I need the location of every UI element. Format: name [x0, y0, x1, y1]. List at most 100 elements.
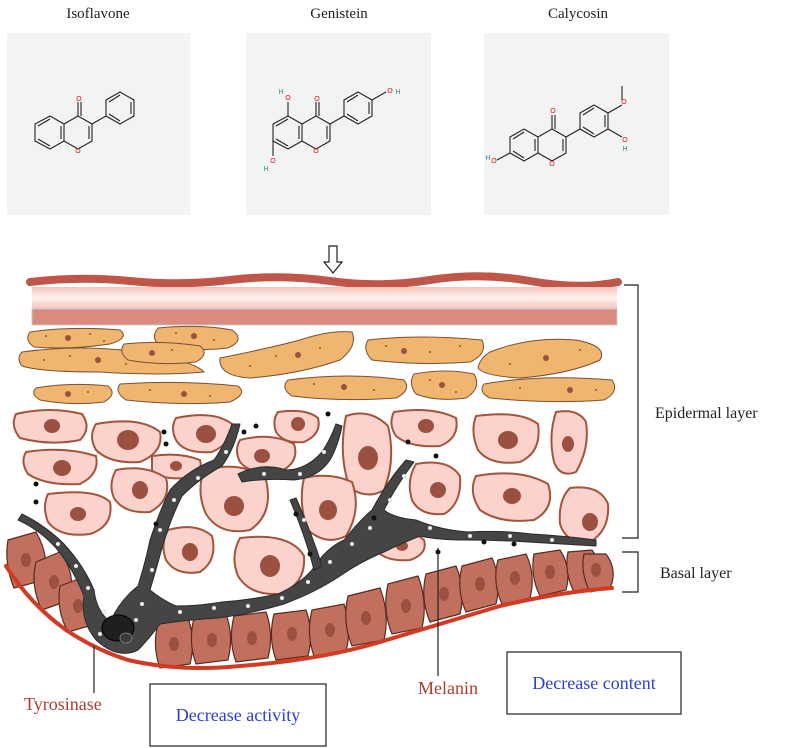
nucleus [73, 599, 83, 613]
panel-genistein [246, 33, 431, 215]
melanosome [149, 567, 155, 573]
melanin-granule [163, 441, 169, 447]
melanosome [223, 449, 229, 455]
epidermal-bracket [622, 284, 639, 539]
tyrosinase-label: Tyrosinase [24, 694, 102, 714]
melanosome [55, 541, 61, 547]
layer-brackets [622, 284, 639, 593]
nucleus [439, 587, 449, 601]
melanocyte-nucleus [101, 614, 135, 644]
structure-isoflavone [34, 91, 135, 150]
atom-oxygen: O [387, 88, 393, 95]
decrease-content-text: Decrease content [532, 673, 655, 693]
nucleus [169, 637, 179, 651]
basal-bracket [622, 551, 639, 593]
nucleus [117, 430, 139, 450]
nucleus [207, 633, 217, 647]
flat-cell [27, 327, 124, 349]
atom-hydrogen: H [395, 89, 400, 96]
melanosome [97, 631, 103, 637]
atom-oxygen: O [550, 108, 556, 115]
down-arrow [322, 245, 344, 274]
melanosome [261, 471, 267, 477]
granule [209, 395, 211, 397]
nucleus [196, 425, 216, 443]
nucleus [503, 488, 521, 504]
nucleus [21, 553, 31, 567]
granule [429, 351, 431, 353]
compound-panels: Isoflavone Genistein Calycosin O O [7, 6, 669, 215]
skin-pale-band [32, 287, 617, 309]
atom-oxygen: O [270, 158, 276, 165]
melanin-granule [307, 551, 313, 557]
melanin-granule [153, 521, 159, 527]
nucleus [224, 496, 244, 516]
melanin-granule [371, 515, 377, 521]
melanin-granule [325, 411, 331, 417]
melanocyte-branch [237, 423, 343, 483]
nucleus [260, 555, 280, 577]
melanocyte [17, 423, 597, 654]
nucleus [475, 577, 485, 591]
nucleus [191, 333, 197, 339]
nucleus [65, 391, 71, 397]
granule [509, 363, 511, 365]
basal-layer-label: Basal layer [660, 565, 732, 582]
cell [558, 486, 610, 544]
atom-hydrogen: H [622, 146, 627, 153]
melanosome [279, 595, 285, 601]
granule [249, 365, 251, 367]
melanosome [301, 517, 307, 523]
granule [313, 383, 315, 385]
nucleus [170, 461, 182, 471]
nucleus [358, 446, 378, 470]
nucleus [543, 355, 549, 361]
atom-oxygen: O [285, 95, 291, 102]
nucleus [401, 348, 407, 354]
granule [459, 345, 461, 347]
nucleus [510, 571, 520, 585]
granule [87, 391, 89, 393]
melanosome [321, 449, 327, 455]
melanosome [549, 537, 555, 543]
melanosome [211, 605, 217, 611]
nucleus [325, 623, 335, 637]
flat-cell [33, 383, 113, 405]
stratum-corneum [26, 272, 622, 326]
nucleus [182, 543, 198, 561]
nucleus [49, 575, 59, 589]
nucleus [247, 631, 257, 645]
melanosome [401, 473, 407, 479]
nucleus [70, 507, 86, 521]
skin-top-line [26, 272, 622, 290]
melanosome [133, 617, 139, 623]
nucleus [418, 419, 434, 433]
melanin-granule [433, 453, 439, 459]
melanosome [427, 525, 433, 531]
granule [175, 332, 177, 334]
atom-oxygen: O [549, 161, 555, 168]
atom-oxygen: O [621, 99, 627, 106]
granule [69, 355, 71, 357]
nucleus [361, 611, 371, 625]
nucleus [498, 431, 518, 449]
flat-cell [121, 341, 205, 365]
atom-oxygen: O [622, 137, 628, 144]
granule [43, 359, 45, 361]
melanin-granule [161, 429, 167, 435]
nucleus [562, 436, 574, 452]
melanosome [245, 603, 251, 609]
melanosome [467, 533, 473, 539]
compound-title-isoflavone: Isoflavone [66, 6, 130, 22]
melanosome [101, 609, 107, 615]
decrease-content-box [506, 651, 682, 715]
melanosome [177, 609, 183, 615]
melanin-granule [241, 429, 247, 435]
granule-dots [43, 332, 597, 397]
nucleus [65, 335, 71, 341]
granule [385, 345, 387, 347]
melanosome [157, 527, 163, 533]
nucleus [341, 384, 347, 390]
spinous-nuclei [44, 417, 598, 577]
